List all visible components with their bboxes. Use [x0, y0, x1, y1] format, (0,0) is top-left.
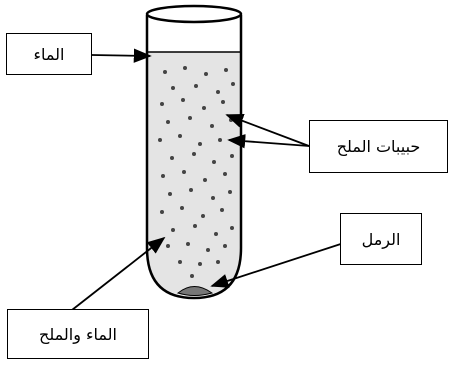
salt-grain: [161, 174, 165, 178]
arrow-water: [91, 48, 152, 63]
salt-grain: [211, 196, 215, 200]
salt-grain: [210, 124, 214, 128]
salt-grain: [198, 262, 202, 266]
salt-grain: [178, 260, 182, 264]
salt-grain: [214, 232, 218, 236]
salt-grain: [203, 178, 207, 182]
salt-grain: [183, 66, 187, 70]
salt-grain: [190, 274, 194, 278]
label-salt-water: الماء والملح: [7, 309, 149, 359]
salt-grain: [181, 98, 185, 102]
salt-grain: [224, 68, 228, 72]
salt-grain: [198, 142, 202, 146]
test-tube-rim: [145, 4, 243, 24]
salt-grain: [158, 138, 162, 142]
salt-grain: [160, 102, 164, 106]
salt-grain: [170, 156, 174, 160]
salt-grains: [158, 66, 235, 278]
salt-grain: [202, 106, 206, 110]
salt-grain: [220, 208, 224, 212]
salt-grain: [193, 224, 197, 228]
salt-grain: [229, 118, 233, 122]
salt-grain: [168, 192, 172, 196]
salt-grain: [228, 190, 232, 194]
salt-grain: [160, 210, 164, 214]
salt-grain: [223, 244, 227, 248]
salt-grain: [201, 214, 205, 218]
salt-grain: [204, 72, 208, 76]
salt-grain: [216, 90, 220, 94]
salt-grain: [178, 134, 182, 138]
salt-grain: [189, 188, 193, 192]
label-salt-grains: حبيبات الملح: [309, 120, 448, 173]
salt-grain: [166, 244, 170, 248]
salt-grain: [230, 154, 234, 158]
salt-grain: [182, 170, 186, 174]
salt-grain: [206, 248, 210, 252]
salt-grain: [230, 226, 234, 230]
salt-grain: [180, 206, 184, 210]
salt-grain: [231, 82, 235, 86]
label-water: الماء: [6, 33, 92, 75]
sand-deposit: [176, 286, 214, 296]
salt-grain: [171, 228, 175, 232]
salt-grain: [163, 70, 167, 74]
arrow-sand: [210, 239, 354, 288]
salt-grain: [166, 120, 170, 124]
salt-grain: [186, 242, 190, 246]
salt-grain: [188, 116, 192, 120]
salt-grain: [218, 138, 222, 142]
salt-grain: [212, 160, 216, 164]
salt-grain: [171, 86, 175, 90]
label-sand: الرمل: [340, 213, 422, 265]
salt-grain: [223, 172, 227, 176]
salt-grain: [216, 260, 220, 264]
arrow-salt-water: [71, 236, 166, 311]
salt-grain: [192, 152, 196, 156]
salt-grain: [221, 100, 225, 104]
salt-grain: [194, 84, 198, 88]
test-tube: [145, 15, 243, 300]
arrow-salt-grains-1: [225, 113, 310, 147]
arrow-salt-grains-2: [227, 134, 310, 149]
